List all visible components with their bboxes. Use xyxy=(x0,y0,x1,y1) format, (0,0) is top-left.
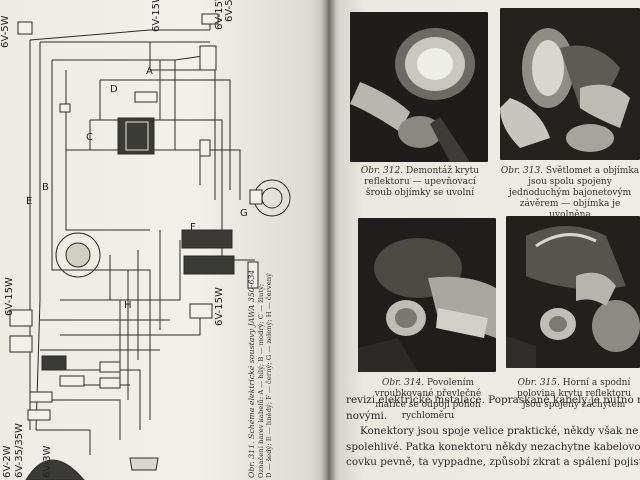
diagram-caption-line-1: Označení barev kabelů: A — bílý; B — mod… xyxy=(256,283,265,478)
body-line-4: spolehlivé. Patka konektoru někdy nezach… xyxy=(346,440,640,453)
wire-letter-d: D xyxy=(110,84,118,95)
wiring-diagram xyxy=(9,13,291,480)
label-lamp-8: 6V-15W xyxy=(4,277,15,316)
body-line-2: novými. xyxy=(346,409,388,422)
wire-letter-c: C xyxy=(86,132,93,143)
caption-315: Obr. 315. Horní a spodní polovina krytu … xyxy=(508,378,640,411)
caption-313-text: Světlomet a objímka jsou spolu spojeny j… xyxy=(508,166,640,220)
photo-headlight-cover xyxy=(350,12,488,162)
book-gutter xyxy=(322,0,336,480)
body-text: revizi elektrické instalace. Popraskané … xyxy=(346,393,640,471)
label-lamp-4: 6V-5W xyxy=(224,0,235,22)
caption-312: Obr. 312. Demontáž krytu reflektoru — up… xyxy=(352,166,488,199)
wire-letter-h: H xyxy=(124,300,132,311)
body-line-1: revizi elektrické instalace. Popraskané … xyxy=(346,394,640,406)
photo-speedometer-nut xyxy=(358,218,496,372)
caption-312-text: Demontáž krytu reflektoru — upevňovací š… xyxy=(364,166,480,198)
wire-letter-f: F xyxy=(190,222,196,233)
diagram-caption: Obr. 311. Schéma elektrické soustavy JAW… xyxy=(247,218,274,478)
label-lamp-7: 6V-3W xyxy=(42,445,53,478)
label-lamp-9: 6V-15W xyxy=(214,287,225,326)
label-lamp-1: 6V-5W xyxy=(0,15,11,48)
diagram-caption-line-2: D — šedý; E — hnědý; F — černý; G — zele… xyxy=(265,272,274,478)
body-line-3: Konektory jsou spoje velice praktické, n… xyxy=(360,425,640,437)
wire-letter-a: A xyxy=(146,66,153,77)
caption-315-text: Horní a spodní polovina krytu reflektoru… xyxy=(516,378,632,410)
wire-letter-g: G xyxy=(240,208,248,219)
wire-letter-b: B xyxy=(42,182,49,193)
caption-312-num: Obr. 312. xyxy=(360,166,404,176)
label-lamp-2: 6V-15W xyxy=(151,0,162,32)
photo-reflector-halves xyxy=(506,216,640,368)
caption-313-num: Obr. 313. xyxy=(500,166,544,176)
caption-314-num: Obr. 314. xyxy=(381,378,425,388)
label-lamp-5: 6V-2W xyxy=(2,445,13,478)
label-lamp-6: 6V-35/35W xyxy=(14,423,25,478)
body-line-5: covku pevně, ta vyppadne, způsobí zkrat … xyxy=(346,456,640,468)
caption-315-num: Obr. 315. xyxy=(517,378,560,388)
caption-313: Obr. 313. Světlomet a objímka jsou spolu… xyxy=(500,166,640,221)
photo-headlight-bayonet xyxy=(500,8,640,160)
caption-314: Obr. 314. Povolením vroubkované převlečn… xyxy=(362,378,494,422)
caption-314-text: Povolením vroubkované převlečné matice s… xyxy=(374,378,482,421)
left-page: 6V-5W 6V-15W 6V-15W 6V-5W 6V-2W 6V-35/35… xyxy=(0,0,328,480)
diagram-caption-title: Obr. 311. Schéma elektrické soustavy JAW… xyxy=(247,269,256,478)
wire-letter-e: E xyxy=(26,196,33,207)
